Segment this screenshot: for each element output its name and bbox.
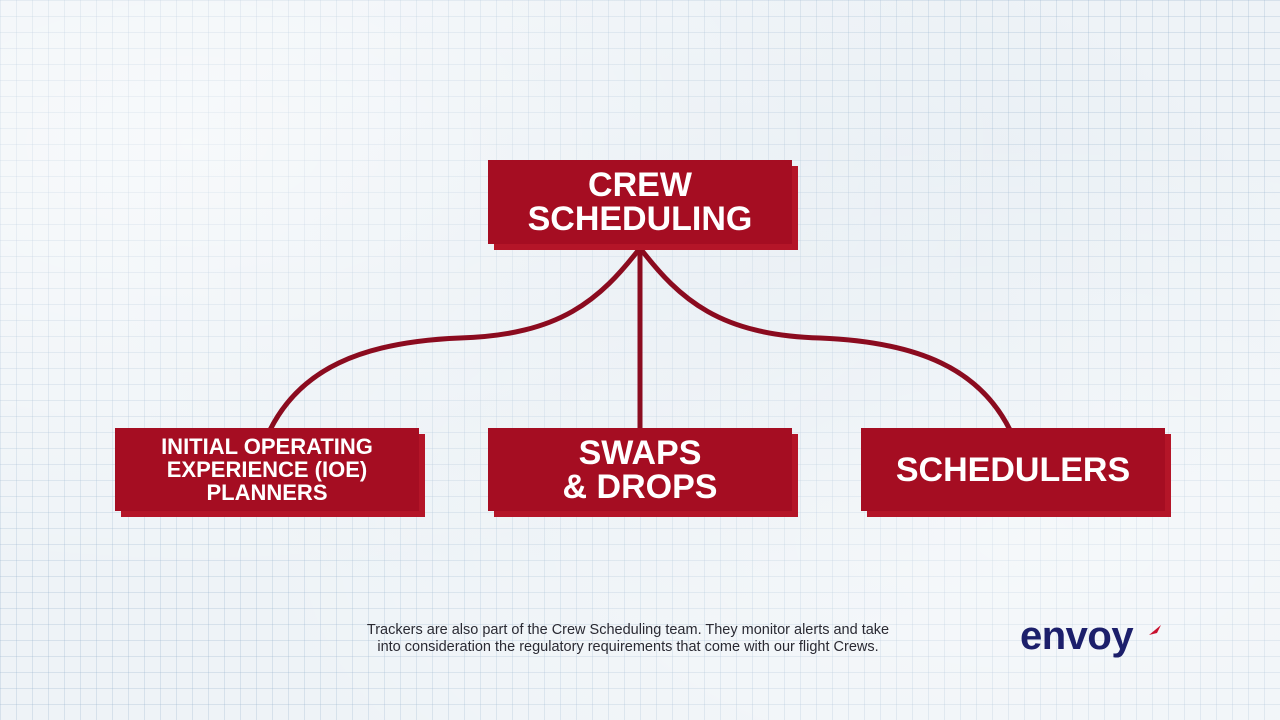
caption-text: Trackers are also part of the Crew Sched… (300, 622, 956, 656)
ioe-planners-line-3: PLANNERS (206, 480, 328, 506)
envoy-logo: envoy (1020, 614, 1134, 658)
caption-line-1: Trackers are also part of the Crew Sched… (366, 622, 890, 638)
swaps-drops-line-2: & DROPS (562, 467, 718, 506)
swaps-drops-line-1: SWAPS (578, 433, 702, 472)
ioe-planners-line-2: EXPERIENCE (IOE) (166, 456, 368, 482)
schedulers-label: SCHEDULERS (896, 453, 1130, 487)
connector-to-ioe (267, 246, 642, 432)
crew-scheduling-line-1: CREW (588, 166, 692, 204)
schedulers-line-1: SCHEDULERS (895, 450, 1131, 489)
crew-scheduling-line-2: SCHEDULING (527, 200, 753, 238)
connector-to-schedulers (638, 246, 1013, 432)
caption-line-2: into consideration the regulatory requir… (377, 639, 879, 655)
crew-scheduling-label: CREW SCHEDULING (528, 168, 753, 236)
crew-scheduling-box: CREW SCHEDULING (488, 160, 792, 244)
ioe-planners-box: INITIAL OPERATING EXPERIENCE (IOE) PLANN… (115, 428, 419, 511)
ioe-planners-line-1: INITIAL OPERATING (161, 433, 373, 459)
swaps-drops-box: SWAPS & DROPS (488, 428, 792, 511)
schedulers-box: SCHEDULERS (861, 428, 1165, 511)
swaps-drops-label: SWAPS & DROPS (563, 436, 718, 504)
ioe-planners-label: INITIAL OPERATING EXPERIENCE (IOE) PLANN… (161, 435, 373, 504)
envoy-logo-accent-icon (1149, 625, 1161, 635)
